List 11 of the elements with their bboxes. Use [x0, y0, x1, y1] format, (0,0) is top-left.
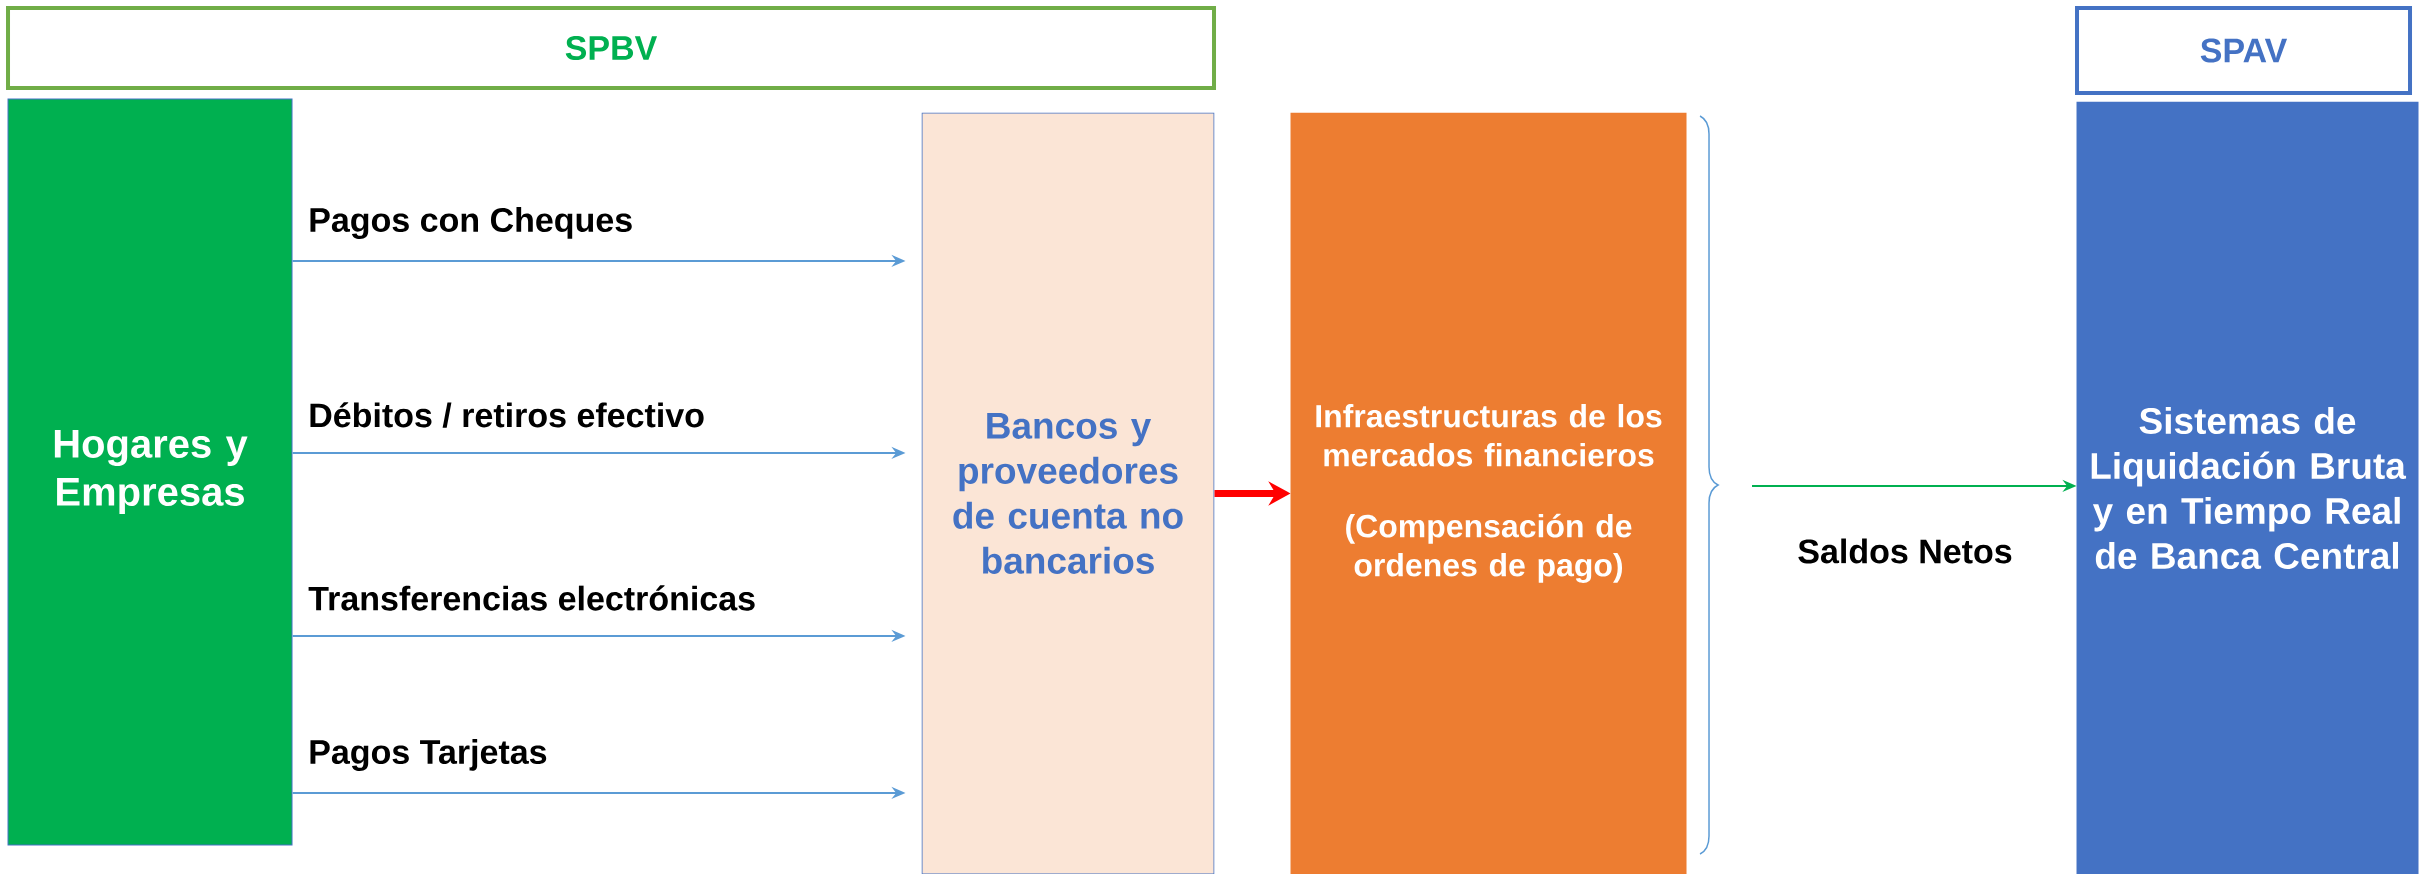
header-box: SPBV [6, 6, 1216, 90]
process-box: Bancos y proveedores de cuenta no bancarios [921, 112, 1215, 874]
edge-label: Saldos Netos [1795, 536, 2015, 566]
edge-label: Transferencias electrónicas [306, 583, 759, 613]
process-box: Infraestructuras de los mercados financieros (Compensación de ordenes de pago) [1290, 112, 1687, 874]
header-box: SPAV [2075, 6, 2412, 95]
edge-label: Débitos / retiros efectivo [306, 400, 707, 430]
edge-label: Pagos con Cheques [306, 205, 636, 241]
edge-label: Pagos Tarjetas [306, 737, 550, 773]
process-box: Hogares y Empresas [7, 98, 293, 846]
process-box: Sistemas de Liquidación Bruta y en Tiempo Real de Banca Central [2076, 101, 2419, 874]
